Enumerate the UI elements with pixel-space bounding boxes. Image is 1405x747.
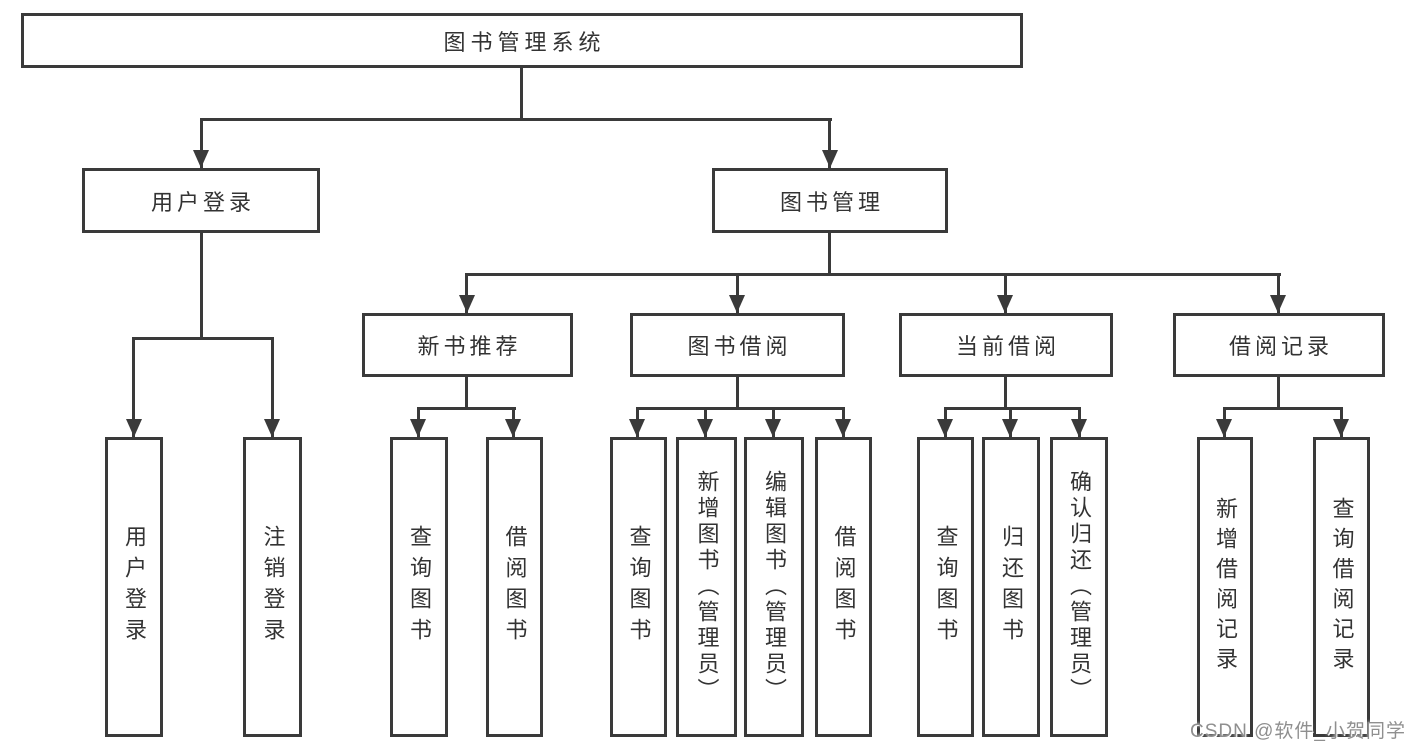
connector [944, 407, 1081, 410]
arrowhead [1071, 419, 1087, 437]
connector [465, 273, 1281, 276]
leaf-label: 编辑图书（管理员） [762, 470, 787, 704]
connector [828, 231, 831, 275]
leaf-add-borrow-record: 新增借阅记录 [1197, 437, 1253, 737]
connector [271, 337, 274, 437]
leaf-label: 归还图书 [999, 525, 1024, 649]
node-label: 用户登录 [150, 189, 255, 215]
connector [1277, 273, 1280, 313]
leaf-add-books-admin: 新增图书（管理员） [676, 437, 737, 737]
arrowhead [765, 419, 781, 437]
connector [636, 407, 845, 410]
leaf-label: 用户登录 [122, 525, 147, 649]
connector [828, 118, 831, 168]
connector [132, 337, 135, 437]
connector [465, 375, 468, 409]
leaf-query-books-recommend: 查询图书 [390, 437, 448, 737]
connector [736, 375, 739, 409]
connector [736, 273, 739, 313]
leaf-edit-books-admin: 编辑图书（管理员） [744, 437, 804, 737]
leaf-query-books-current: 查询图书 [917, 437, 974, 737]
arrowhead [1333, 419, 1349, 437]
leaf-label: 查询借阅记录 [1329, 497, 1355, 677]
leaf-user-login: 用户登录 [105, 437, 163, 737]
node-book-management: 图书管理 [712, 168, 948, 233]
node-label: 借阅记录 [1228, 334, 1333, 359]
csdn-watermark: CSDN @软件_小贺同学 [1190, 721, 1405, 742]
connector [132, 337, 274, 340]
connector [1004, 375, 1007, 409]
leaf-label: 确认归还（管理员） [1067, 470, 1092, 704]
leaf-borrow-books-recommend: 借阅图书 [486, 437, 543, 737]
leaf-query-books-borrow: 查询图书 [610, 437, 667, 737]
node-label: 新书推荐 [417, 334, 522, 359]
connector [200, 118, 203, 168]
arrowhead [997, 295, 1013, 313]
node-label: 图书借阅 [687, 334, 792, 359]
arrowhead [1270, 295, 1286, 313]
arrowhead [835, 419, 851, 437]
arrowhead [1216, 419, 1232, 437]
node-book-borrowing: 图书借阅 [630, 313, 845, 377]
arrowhead [697, 419, 713, 437]
node-new-book-recommendation: 新书推荐 [362, 313, 573, 377]
connector [200, 118, 832, 121]
leaf-label: 查询图书 [407, 525, 432, 649]
leaf-return-books: 归还图书 [982, 437, 1040, 737]
connector [1277, 375, 1280, 409]
leaf-label: 新增借阅记录 [1213, 497, 1238, 677]
arrowhead [459, 295, 475, 313]
arrowhead [629, 419, 645, 437]
connector [465, 273, 468, 313]
leaf-confirm-return-admin: 确认归还（管理员） [1050, 437, 1108, 737]
node-borrowing-records: 借阅记录 [1173, 313, 1385, 377]
node-label: 图书管理系统 [443, 29, 606, 55]
leaf-label: 新增图书（管理员） [694, 470, 720, 704]
leaf-borrow-books: 借阅图书 [815, 437, 872, 737]
node-current-borrowing: 当前借阅 [899, 313, 1113, 377]
connector [200, 231, 203, 339]
node-user-login: 用户登录 [82, 168, 320, 233]
connector [520, 66, 523, 120]
arrowhead [1002, 419, 1018, 437]
leaf-label: 查询图书 [626, 525, 652, 649]
connector [1004, 273, 1007, 313]
node-book-management-system: 图书管理系统 [21, 13, 1023, 68]
leaf-label: 注销登录 [260, 525, 286, 649]
arrowhead [505, 419, 521, 437]
node-label: 当前借阅 [955, 334, 1060, 359]
arrowhead [822, 150, 838, 168]
connector [417, 407, 516, 410]
arrowhead [410, 419, 426, 437]
node-label: 图书管理 [779, 189, 884, 215]
arrowhead [193, 150, 209, 168]
leaf-label: 借阅图书 [502, 525, 528, 649]
connector [1223, 407, 1343, 410]
leaf-label: 借阅图书 [831, 525, 857, 649]
arrowhead [126, 419, 142, 437]
arrowhead [264, 419, 280, 437]
arrowhead [729, 295, 745, 313]
arrowhead [937, 419, 953, 437]
leaf-query-borrow-record: 查询借阅记录 [1313, 437, 1370, 737]
leaf-logout: 注销登录 [243, 437, 302, 737]
leaf-label: 查询图书 [933, 525, 959, 649]
